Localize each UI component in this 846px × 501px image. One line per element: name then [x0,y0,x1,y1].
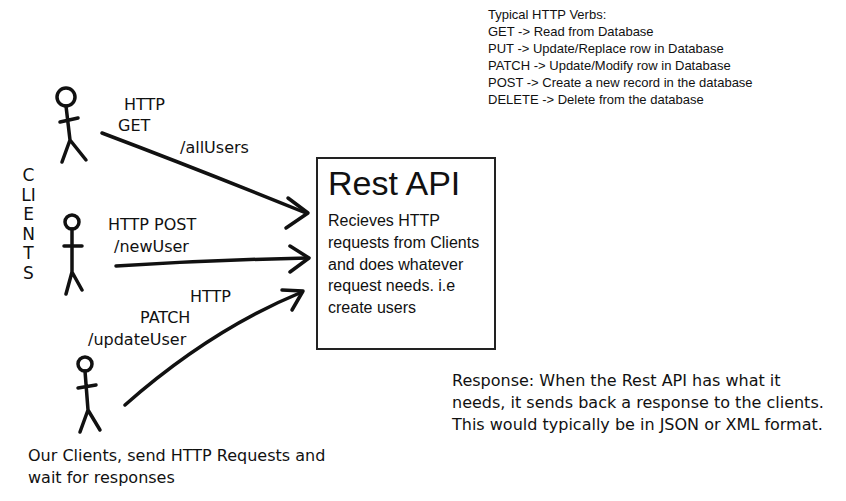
note-line: PATCH -> Update/Modify row in Database [488,57,731,74]
note-line: PUT -> Update/Replace row in Database [488,40,724,57]
box-body: Recieves HTTP requests from Clients and … [328,210,484,318]
arrow-label: GET [118,116,150,137]
note-line: DELETE -> Delete from the database [488,91,704,108]
arrow-label: /newUser [114,237,189,258]
stick-figure [78,357,100,432]
response-note: Response: When the Rest API has what it … [452,370,832,436]
arrow-label: HTTP [124,95,165,116]
arrow-label: /updateUser [88,330,186,351]
stick-figure [57,88,86,162]
process-box: Rest API Recieves HTTP requests from Clie… [316,157,496,350]
arrow-label: HTTP [190,287,231,308]
request-arrow [102,133,308,228]
arrow-label: /allUsers [180,138,249,159]
note-line: POST -> Create a new record in the datab… [488,74,753,91]
clients-note: Our Clients, send HTTP Requests and wait… [28,445,343,489]
box-title: Rest API [328,165,484,202]
arrow-label: PATCH [140,308,190,329]
stick-figure [64,215,82,294]
vertical-caption: CLIENTS [20,166,37,284]
note-line: GET -> Read from Database [488,23,654,40]
note-heading: Typical HTTP Verbs: [488,6,606,23]
arrow-label: HTTP POST [108,215,196,236]
